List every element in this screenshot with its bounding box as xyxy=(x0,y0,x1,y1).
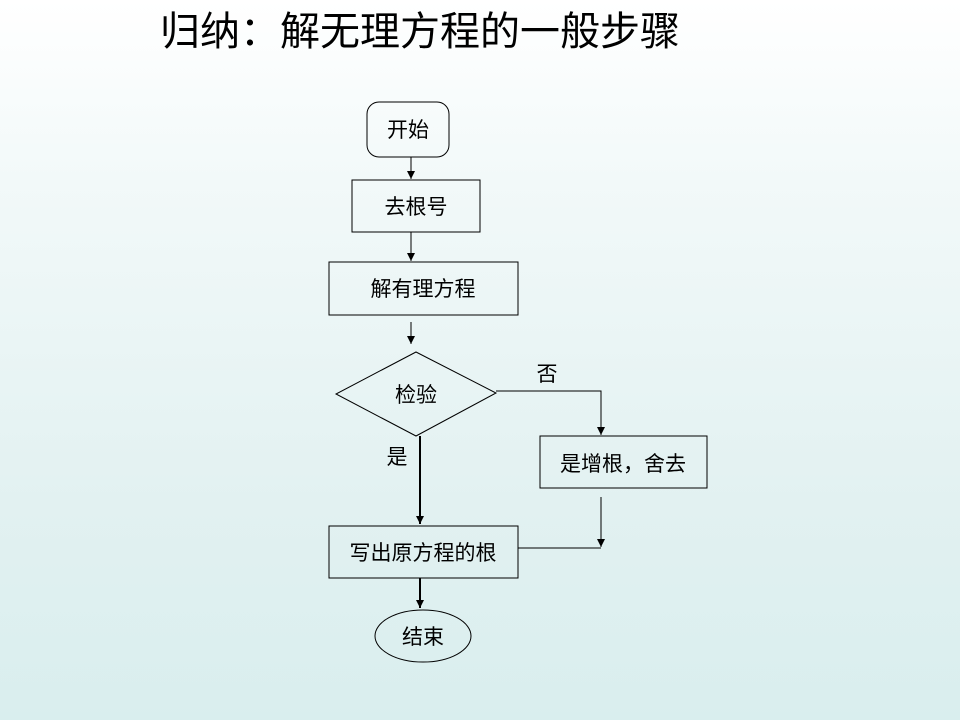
edge-label-yes: 是 xyxy=(387,445,408,469)
extraneous-root-node xyxy=(539,435,708,489)
end-node xyxy=(374,609,472,663)
extraneous-root-node-label: 是增根，舍去 xyxy=(560,452,686,476)
start-node xyxy=(366,101,450,158)
solve-rational-node xyxy=(328,261,519,316)
start-node-label: 开始 xyxy=(387,118,429,142)
edge-label-no: 否 xyxy=(537,362,558,386)
check-decision-node xyxy=(334,351,498,437)
remove-radical-node xyxy=(351,179,481,233)
check-decision-node-label: 检验 xyxy=(395,383,437,407)
remove-radical-node-label: 去根号 xyxy=(385,195,448,219)
end-node-label: 结束 xyxy=(402,625,444,649)
write-roots-node-label: 写出原方程的根 xyxy=(350,541,497,565)
solve-rational-node-label: 解有理方程 xyxy=(371,277,476,301)
arrow-check-no-to-extraneous xyxy=(496,390,605,435)
write-roots-node xyxy=(328,525,519,579)
slide-title: 归纳：解无理方程的一般步骤 xyxy=(160,9,680,55)
